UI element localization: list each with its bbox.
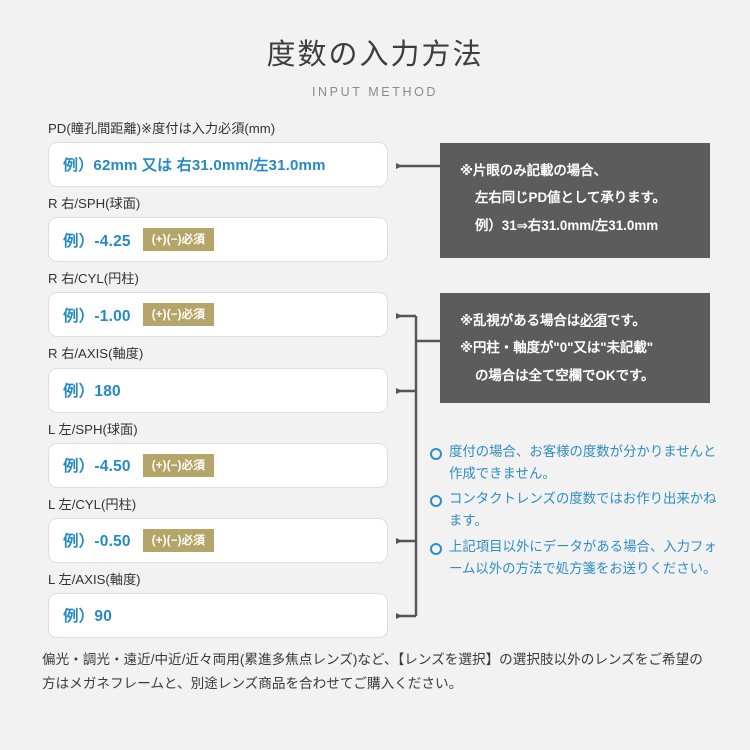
circle-bullet-icon (430, 448, 442, 460)
input-l-sph[interactable]: 例）-4.50 (+)(−)必須 (48, 442, 388, 488)
input-r-axis[interactable]: 例）180 (48, 367, 388, 413)
field-label-l-axis: L 左/AXIS(軸度) (48, 571, 141, 587)
badge-r-cyl: (+)(−)必須 (142, 303, 215, 327)
note-text: コンタクトレンズの度数ではお作り出来かねます。 (449, 491, 717, 529)
list-item: 上記項目以外にデータがある場合、入力フォーム以外の方法で処方箋をお送りください。 (430, 536, 720, 579)
field-l-axis: L 左/AXIS(軸度) 例）90 (48, 570, 388, 638)
field-label-r-cyl: R 右/CYL(円柱) (48, 271, 139, 287)
field-label-l-sph: L 左/SPH(球面) (48, 421, 138, 437)
input-r-cyl[interactable]: 例）-1.00 (+)(−)必須 (48, 292, 388, 338)
input-l-cyl[interactable]: 例）-0.50 (+)(−)必須 (48, 517, 388, 563)
callout-astig-line1-underline: 必須 (580, 313, 607, 328)
field-r-cyl: R 右/CYL(円柱) 例）-1.00 (+)(−)必須 (48, 269, 388, 338)
callout-astig-line1: ※乱視がある場合は必須です。 (460, 311, 690, 331)
placeholder-r-cyl: 例）-1.00 (63, 307, 131, 325)
note-text: 度付の場合、お客様の度数が分かりませんと作成できません。 (449, 444, 717, 481)
prescription-form: PD(瞳孔間距離)※度付は入力必須(mm) 例）62mm 又は 右31.0mm/… (48, 119, 388, 645)
field-label-pd: PD(瞳孔間距離)※度付は入力必須(mm) (48, 121, 276, 136)
field-r-axis: R 右/AXIS(軸度) 例）180 (48, 344, 388, 413)
footer-note: 偏光・調光・遠近/中近/近々両用(累進多焦点レンズ)など、【レンズを選択】の選択… (42, 648, 710, 696)
placeholder-l-cyl: 例）-0.50 (63, 533, 131, 551)
callout-astig-line3: の場合は全て空欄でOKです。 (475, 367, 655, 383)
notes-list: 度付の場合、お客様の度数が分かりませんと作成できません。 コンタクトレンズの度数… (430, 441, 720, 583)
field-pd: PD(瞳孔間距離)※度付は入力必須(mm) 例）62mm 又は 右31.0mm/… (48, 119, 388, 188)
input-pd[interactable]: 例）62mm 又は 右31.0mm/左31.0mm (48, 142, 388, 188)
input-r-sph[interactable]: 例）-4.25 (+)(−)必須 (48, 217, 388, 263)
field-label-r-axis: R 右/AXIS(軸度) (48, 346, 144, 362)
callout-pd-line2: 左右同じPD値として承ります。 (475, 190, 666, 206)
note-text: 上記項目以外にデータがある場合、入力フォーム以外の方法で処方箋をお送りください。 (449, 538, 717, 576)
callout-astig-line2: ※円柱・軸度が"0"又は"未記載" (460, 340, 654, 356)
badge-r-sph: (+)(−)必須 (142, 228, 215, 252)
callout-astig-line1-pre: ※乱視がある場合は (460, 313, 581, 328)
badge-l-cyl: (+)(−)必須 (142, 528, 215, 552)
field-l-sph: L 左/SPH(球面) 例）-4.50 (+)(−)必須 (48, 420, 388, 488)
placeholder-pd: 例）62mm 又は 右31.0mm/左31.0mm (63, 157, 326, 175)
callout-pd-line1: ※片眼のみ記載の場合、 (460, 163, 607, 178)
field-r-sph: R 右/SPH(球面) 例）-4.25 (+)(−)必須 (48, 194, 388, 263)
footer-text: 偏光・調光・遠近/中近/近々両用(累進多焦点レンズ)など、【レンズを選択】の選択… (42, 652, 703, 691)
callout-astigmatism-note: ※乱視がある場合は必須です。 ※円柱・軸度が"0"又は"未記載" の場合は全て空… (440, 293, 710, 403)
page-subtitle: INPUT METHOD (311, 84, 439, 99)
placeholder-l-sph: 例）-4.50 (63, 458, 131, 476)
circle-bullet-icon (430, 542, 442, 555)
placeholder-r-axis: 例）180 (63, 383, 121, 401)
callout-astig-line1-post: です。 (606, 313, 646, 328)
list-item: 度付の場合、お客様の度数が分かりませんと作成できません。 (430, 441, 720, 484)
field-l-cyl: L 左/CYL(円柱) 例）-0.50 (+)(−)必須 (48, 495, 388, 563)
callout-pd-line3: 例）31⇒右31.0mm/左31.0mm (475, 217, 659, 233)
callout-pd-note: ※片眼のみ記載の場合、 左右同じPD値として承ります。 例）31⇒右31.0mm… (440, 143, 710, 258)
field-label-l-cyl: L 左/CYL(円柱) (48, 496, 137, 512)
placeholder-l-axis: 例）90 (63, 608, 113, 626)
badge-l-sph: (+)(−)必須 (142, 453, 215, 477)
list-item: コンタクトレンズの度数ではお作り出来かねます。 (430, 488, 720, 531)
circle-bullet-icon (430, 495, 442, 508)
page-title: 度数の入力方法 (266, 39, 484, 71)
input-l-axis[interactable]: 例）90 (48, 592, 388, 638)
field-label-r-sph: R 右/SPH(球面) (48, 196, 141, 212)
placeholder-r-sph: 例）-4.25 (63, 232, 131, 250)
page-header: 度数の入力方法 INPUT METHOD (0, 38, 750, 99)
